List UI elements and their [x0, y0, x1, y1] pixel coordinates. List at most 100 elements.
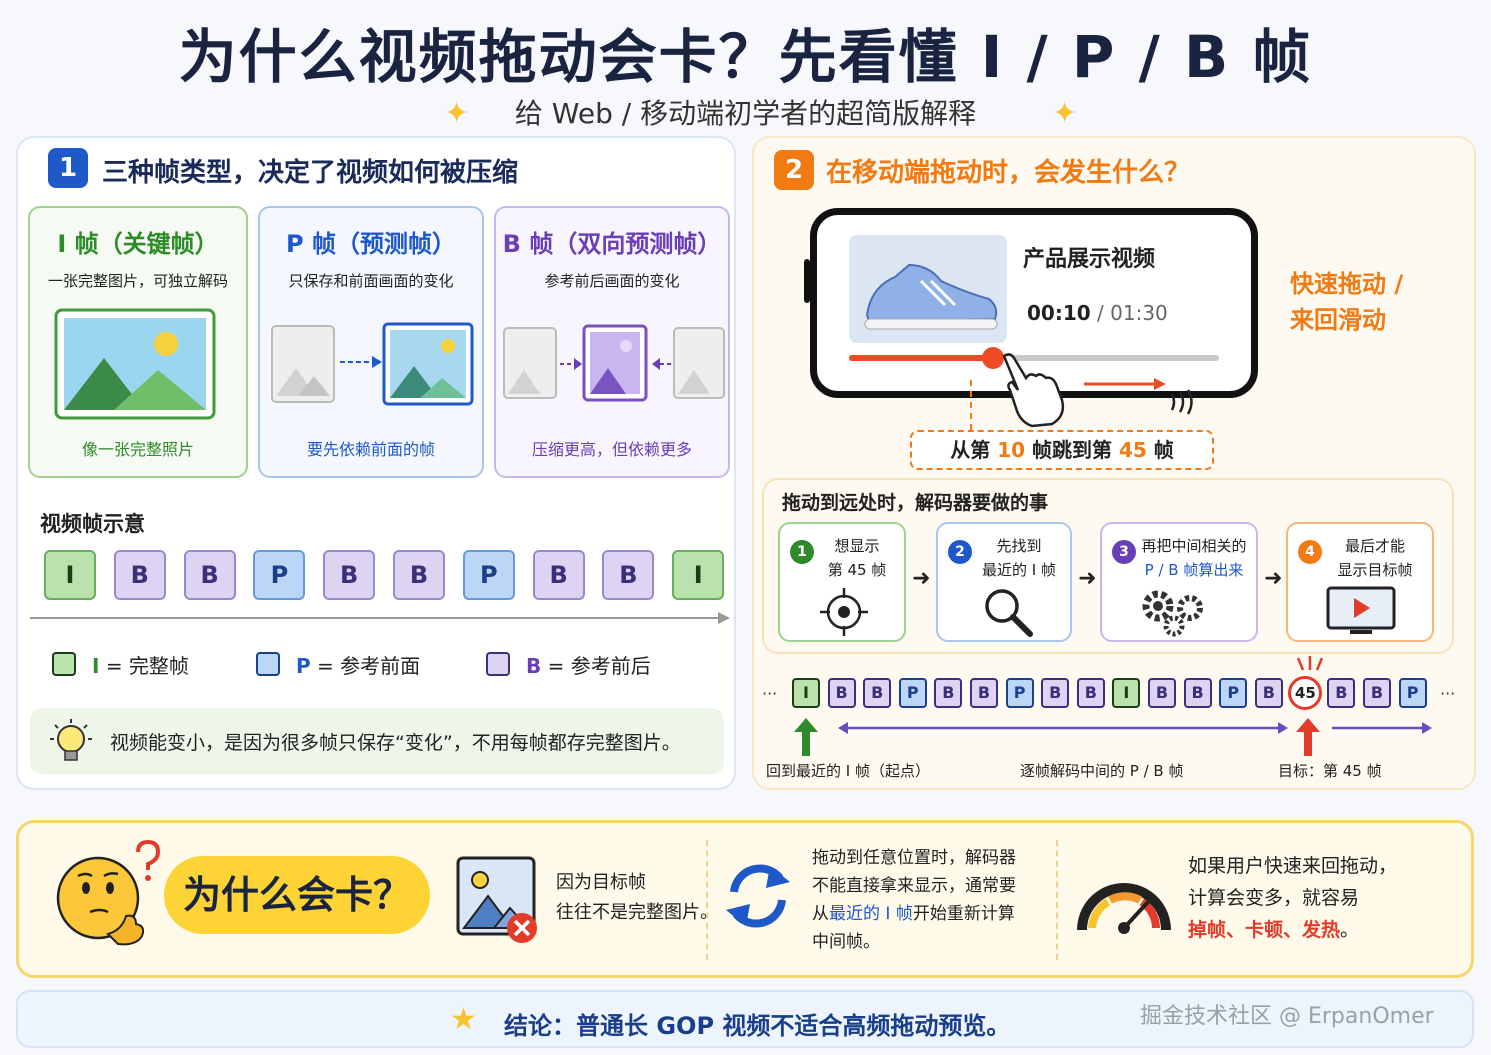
jump-to: 45 — [1118, 438, 1147, 462]
step-4-card: 4 最后才能显示目标帧 — [1286, 522, 1434, 642]
conclusion-bar: ★ 结论：普通长 GOP 视频不适合高频拖动预览。 — [16, 990, 1474, 1048]
strip-frame-b: B — [1041, 678, 1070, 708]
p-frame-caption: 要先依赖前面的帧 — [306, 440, 435, 459]
legend-i-text: = 完整帧 — [105, 654, 189, 678]
p-frame-card: P 帧（预测帧） 只保存和前面画面的变化 要先依赖前面的帧 — [258, 206, 484, 478]
sparkle-icon: ✦ — [444, 96, 470, 131]
gesture-label-line1: 快速拖动 / — [1290, 270, 1404, 298]
sparkle-icon: ✦ — [1052, 96, 1078, 131]
speed-gauge-icon — [1077, 883, 1171, 934]
frame-b-tile: B — [393, 550, 445, 600]
crosshair-icon — [820, 588, 868, 636]
strip-frame-b: B — [1327, 678, 1356, 708]
magnifier-icon — [985, 589, 1033, 637]
strip-frame-b: B — [1076, 678, 1105, 708]
strip-target-frame: 45 — [1288, 676, 1323, 710]
p-frame-reference-diagram — [271, 322, 474, 406]
lag-symptoms: 掉帧、卡顿、发热 — [1188, 919, 1341, 941]
legend-p-text: = 参考前面 — [317, 654, 421, 678]
sequence-label: 视频帧示意 — [40, 512, 145, 536]
video-title: 产品展示视频 — [1023, 247, 1156, 272]
frame-b-tile: B — [183, 550, 236, 600]
b-frame-card: B 帧（双向预测帧） 参考前后画面的变化 压缩更高，但依赖更多 — [494, 206, 730, 478]
strip-frame-b: B — [934, 678, 963, 708]
p-frame-title: P 帧（预测帧） — [286, 230, 456, 258]
progress-track[interactable] — [849, 347, 1219, 369]
thinking-face-icon — [56, 839, 161, 946]
reason2-line2: 不能直接拿来显示，通常要 — [812, 876, 1016, 896]
jump-label: 从第 10 帧跳到第 45 帧 — [910, 430, 1214, 470]
watermark: 掘金技术社区 @ ErpanOmer — [1140, 1004, 1434, 1029]
time-separator: / — [1097, 301, 1104, 325]
scrubber-handle[interactable] — [982, 347, 1005, 369]
strip-ellipsis-left: ··· — [762, 684, 778, 703]
nearest-i-frame-highlight: 最近的 I 帧 — [829, 904, 913, 924]
strip-frame-i: I — [792, 678, 820, 708]
why-question-badge: 为什么会卡？ — [164, 856, 430, 934]
strip-label-target: 目标：第 45 帧 — [1278, 762, 1382, 780]
i-frame-desc: 一张完整图片，可独立解码 — [47, 272, 228, 290]
strip-frame-p: P — [1005, 678, 1034, 708]
legend-i-swatch — [52, 652, 76, 676]
tip-text: 视频能变小，是因为很多帧只保存“变化”，不用每帧都存完整图片。 — [110, 732, 681, 754]
reason3-line1: 如果用户快速来回拖动， — [1188, 855, 1398, 877]
sneaker-thumbnail — [849, 235, 1007, 343]
arrow-right-icon: ➜ — [912, 566, 931, 591]
frame-b-tile: B — [323, 550, 376, 600]
gesture-label-line2: 来回滑动 — [1290, 306, 1386, 334]
video-screen-icon — [1326, 586, 1396, 634]
strip-ellipsis-right: ··· — [1440, 684, 1456, 703]
arrow-right-icon: ➜ — [1078, 566, 1097, 591]
strip-frame-b: B — [827, 678, 856, 708]
step-2-card: 2 先找到最近的 I 帧 — [936, 522, 1072, 642]
time-current: 00:10 — [1027, 301, 1091, 325]
conclusion-text: 结论：普通长 GOP 视频不适合高频拖动预览。 — [504, 1012, 1011, 1040]
frame-i-tile: I — [44, 550, 96, 600]
strip-frame-b: B — [1148, 678, 1176, 708]
phone-mockup: 产品展示视频 00:10 / 01:30 — [804, 208, 1258, 398]
i-frame-title: I 帧（关键帧） — [57, 230, 219, 258]
section-number-badge: 1 — [48, 148, 88, 188]
reason3-line2: 计算会变多，就容易 — [1188, 887, 1360, 909]
page-title: 为什么视频拖动会卡？先看懂 I / P / B 帧 — [178, 23, 1313, 91]
i-frame-caption: 像一张完整照片 — [81, 440, 194, 459]
strip-label-start: 回到最近的 I 帧（起点） — [766, 762, 930, 780]
legend-i-letter: I — [92, 654, 100, 678]
star-icon: ★ — [450, 1002, 477, 1037]
page-subtitle: 给 Web / 移动端初学者的超简版解释 — [514, 97, 977, 130]
swipe-arrow-icon — [1084, 378, 1193, 415]
broken-image-icon — [456, 856, 537, 943]
section1-heading: 三种帧类型，决定了视频如何被压缩 — [102, 158, 519, 188]
b-frame-reference-diagram — [503, 324, 725, 402]
target-burst-icon — [1296, 656, 1324, 671]
strip-frame-i: I — [1112, 678, 1141, 708]
strip-frame-b: B — [1183, 678, 1212, 708]
decoder-steps-box — [762, 478, 1454, 654]
reason2-line1: 拖动到任意位置时，解码器 — [812, 848, 1016, 868]
jump-from: 10 — [997, 438, 1026, 462]
legend-b-letter: B — [526, 654, 542, 678]
frame-p-tile: P — [253, 550, 306, 600]
strip-label-middle: 逐帧解码中间的 P / B 帧 — [1020, 762, 1184, 780]
frame-i-tile: I — [672, 550, 725, 600]
b-frame-caption: 压缩更高，但依赖更多 — [531, 440, 692, 459]
lightbulb-icon — [50, 719, 92, 761]
strip-frame-p: P — [1219, 678, 1248, 708]
b-frame-desc: 参考前后画面的变化 — [544, 272, 680, 290]
refresh-cycle-icon — [726, 864, 790, 928]
b-frame-title: B 帧（双向预测帧） — [502, 230, 722, 258]
frame-p-tile: P — [462, 550, 515, 600]
strip-frame-b: B — [863, 678, 892, 708]
legend-p-letter: P — [296, 654, 311, 678]
progress-fill — [849, 355, 994, 361]
legend-b-swatch — [486, 652, 510, 676]
timeline-arrow — [30, 612, 730, 624]
legend-b-text: = 参考前后 — [547, 654, 651, 678]
legend-p-swatch — [256, 652, 280, 676]
reason1-line1: 因为目标帧 — [556, 872, 646, 893]
decoder-heading: 拖动到远处时，解码器要做的事 — [782, 492, 1049, 514]
strip-frame-b: B — [970, 678, 998, 708]
p-frame-desc: 只保存和前面画面的变化 — [288, 272, 454, 290]
step-1-card: 1 想显示第 45 帧 — [778, 522, 906, 642]
